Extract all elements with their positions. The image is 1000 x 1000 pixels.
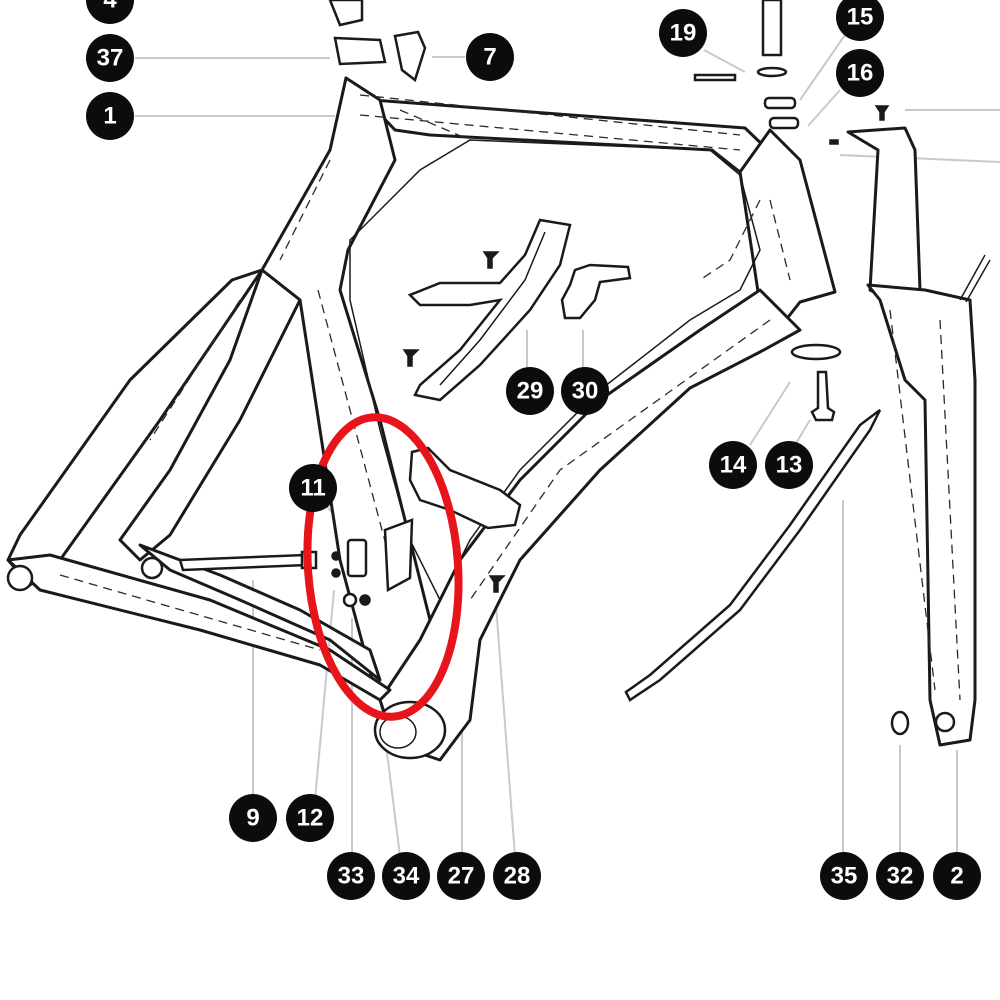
- callout-label: 16: [847, 60, 874, 87]
- callout-label: 37: [97, 45, 124, 72]
- top-tube: [344, 76, 772, 174]
- callout-c33: 33: [327, 852, 375, 900]
- callout-label: 28: [504, 863, 531, 890]
- fork-blade: [866, 283, 977, 747]
- down-tube: [378, 288, 802, 762]
- callout-c15: 15: [836, 0, 884, 41]
- seat-stay: [118, 268, 302, 562]
- callout-label: 30: [572, 378, 599, 405]
- callout-c30: 30: [561, 367, 609, 415]
- callout-c9: 9: [229, 794, 277, 842]
- frame-drawing: [6, 76, 837, 762]
- callout-c35: 35: [820, 852, 868, 900]
- callout-label: 4: [103, 0, 117, 14]
- seat-wedge: [333, 36, 387, 66]
- chain-stay: [6, 553, 392, 702]
- callout-c19: 19: [659, 9, 707, 57]
- fork-drawing: [846, 126, 991, 747]
- callout-label: 29: [517, 378, 544, 405]
- callout-label: 19: [670, 20, 697, 47]
- fork-steerer: [846, 126, 922, 297]
- callout-label: 33: [338, 863, 365, 890]
- callout-c28: 28: [493, 852, 541, 900]
- highlight-ellipse: [303, 413, 463, 721]
- callout-c7: 7: [466, 33, 514, 81]
- callout-c32: 32: [876, 852, 924, 900]
- head-tube: [738, 128, 837, 332]
- callout-c27: 27: [437, 852, 485, 900]
- callout-label: 32: [887, 863, 914, 890]
- callout-label: 35: [831, 863, 858, 890]
- callout-c2: 2: [933, 852, 981, 900]
- callout-c16: 16: [836, 49, 884, 97]
- callout-label: 9: [246, 805, 259, 832]
- callout-label: 34: [393, 863, 420, 890]
- loose-parts: [178, 0, 910, 736]
- callout-label: 27: [448, 863, 475, 890]
- bottle-cage-upper: [407, 218, 572, 402]
- callout-c12: 12: [286, 794, 334, 842]
- callout-label: 11: [300, 475, 325, 502]
- callout-c37: 37: [86, 34, 134, 82]
- callout-label: 7: [483, 44, 496, 71]
- callout-label: 15: [847, 4, 874, 31]
- callout-label: 2: [950, 863, 963, 890]
- callout-label: 13: [776, 452, 803, 479]
- callout-label: 12: [297, 805, 324, 832]
- callout-c29: 29: [506, 367, 554, 415]
- clip-part: [393, 30, 427, 83]
- callout-c34: 34: [382, 852, 430, 900]
- callout-label: 1: [103, 103, 116, 130]
- callout-c13: 13: [765, 441, 813, 489]
- callout-label: 14: [720, 452, 747, 479]
- chain-stay-right: [138, 543, 382, 682]
- callout-c4: 4: [86, 0, 134, 24]
- callout-c14: 14: [709, 441, 757, 489]
- bottle-clamp: [560, 263, 632, 320]
- callout-c11: 11: [289, 464, 337, 512]
- callout-c1: 1: [86, 92, 134, 140]
